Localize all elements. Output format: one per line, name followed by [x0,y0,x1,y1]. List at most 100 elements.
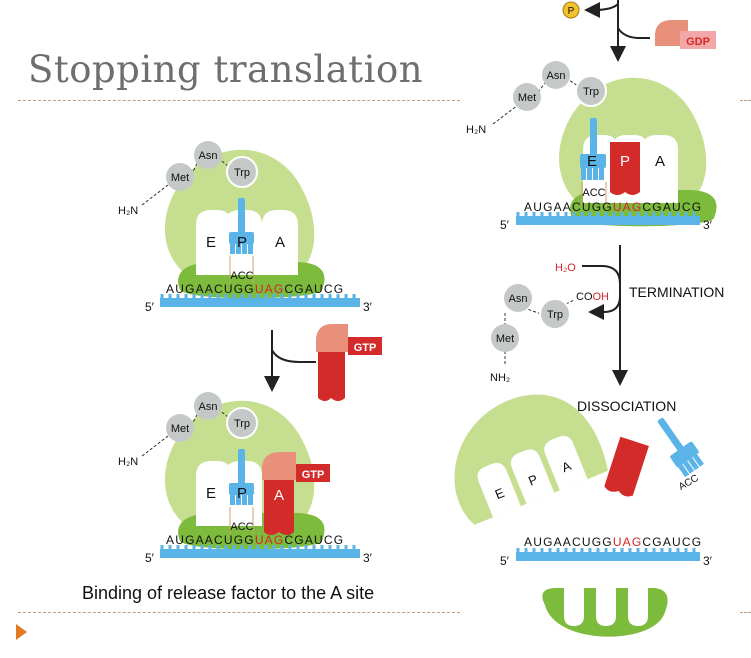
mrna-sequence: AUGAACUGGUAGCGAUCG [166,533,344,547]
termination-step: H₂O TERMINATION COOH Asn Trp Met NH₂ [490,245,724,386]
large-subunit-released: E P A [454,394,608,525]
mrna-3prime-label: 3′ [703,218,713,232]
aa-asn-label: Asn [199,401,218,413]
n-terminus-label: NH₂ [490,372,510,384]
mrna-3prime-label: 3′ [703,554,713,568]
aa-met [166,414,194,442]
right-divider-bottom [740,612,751,613]
trna-e-site [580,118,606,180]
aa-met [491,324,519,352]
site-a-pocket [262,210,298,275]
aa-asn [542,61,570,89]
aa-trp-label: Trp [234,167,250,179]
gdp-tag [680,31,716,49]
mrna-3prime-label: 3′ [363,300,373,314]
mrna-5prime-label: 5′ [145,551,155,565]
n-terminus-label: H₂N [118,456,138,468]
release-factor-p-site [610,142,640,195]
trna-released [657,417,704,478]
anticodon-label: ACC [230,521,253,533]
aa-asn [504,284,532,312]
n-terminus-label: H₂N [118,205,138,217]
dissociation-step: DISSOCIATION E P A ACC AUGAACUGGUAGCGAUC… [454,394,713,637]
anticodon-label: ACC [677,473,701,493]
water-label: H₂O [555,262,576,274]
phosphate-label: P [568,6,575,17]
panel-release-factor-bound: GTP E P A ACC AUGAACUGGUAGCGAUCG 5′ 3′ M… [118,392,373,565]
mrna-strand [516,216,700,225]
anticodon-label: ACC [582,187,605,199]
aa-asn-label: Asn [509,293,528,305]
termination-label: TERMINATION [629,284,724,300]
gtp-cap-free [316,324,348,352]
release-factor-bound [264,478,294,535]
phosphate-icon [562,1,580,19]
site-e-label: E [587,153,597,170]
footer-divider [18,612,460,613]
aa-trp [575,75,607,107]
mrna-sequence: AUGAACUGGUAGCGAUCG [524,535,702,549]
aa-trp-label: Trp [547,309,563,321]
release-factor-released [604,436,649,497]
mrna-strand [516,552,700,561]
site-a-label: A [274,487,284,504]
site-p-label: P [237,485,247,502]
mrna-5prime-label: 5′ [500,554,510,568]
aa-trp [226,407,258,439]
slide-title: Stopping translation [28,48,424,91]
next-slide-arrow-icon[interactable] [16,624,27,640]
site-e-pocket [196,210,232,275]
gdp-factor [655,20,688,46]
aa-trp-label: Trp [583,86,599,98]
anticodon-label: ACC [230,270,253,282]
aa-trp [539,298,571,330]
small-subunit-released [542,588,668,637]
site-e-pocket [196,461,232,526]
mrna-sequence: AUGAACUGGUAGCGAUCG [524,200,702,214]
aa-met-label: Met [496,333,514,345]
aa-met-label: Met [171,423,189,435]
cooh-label: COOH [576,291,609,303]
mrna-5prime-label: 5′ [145,300,155,314]
aa-met [166,163,194,191]
release-factor-free [318,350,345,401]
mrna-strand [160,549,360,558]
site-e-label: E [206,234,216,251]
panel-after-gtp-hydrolysis: E P A ACC AUGAACUGGUAGCGAUCG 5′ 3′ Met A… [466,61,717,232]
gtp-tag-bound [296,464,330,482]
aa-met [513,83,541,111]
site-p-label: P [620,153,630,170]
title-divider [18,100,460,101]
gtp-cap-bound [262,452,296,480]
n-terminus-label: H₂N [466,124,486,136]
gdp-label: GDP [686,36,710,48]
site-e-label: E [206,485,216,502]
dissociation-label: DISSOCIATION [577,398,676,414]
aa-trp [226,156,258,188]
step-arrow-release-factor-binding: GTP [264,324,382,401]
aa-asn-label: Asn [199,150,218,162]
aa-asn [194,392,222,420]
gtp-label-free: GTP [354,342,377,354]
mrna-3prime-label: 3′ [363,551,373,565]
site-a-pocket [642,135,678,203]
trna-p-site [229,449,254,505]
site-p-label: P [237,234,247,251]
aa-trp-label: Trp [234,418,250,430]
mrna-strand [160,298,360,307]
aa-met-label: Met [171,172,189,184]
right-divider-top [740,100,751,101]
gtp-label-bound: GTP [302,469,325,481]
panel-ribosome-stop-codon: E P A ACC AUGAACUGGUAGCGAUCG 5′ 3′ Met A… [118,141,373,314]
gtp-hydrolysis-step: P GDP [562,0,716,62]
aa-met-label: Met [518,92,536,104]
aa-asn-label: Asn [547,70,566,82]
site-a-label: A [275,234,285,251]
site-a-label: A [655,153,665,170]
mrna-sequence: AUGAACUGGUAGCGAUCG [166,282,344,296]
gtp-tag-free [348,337,382,355]
figure-caption: Binding of release factor to the A site [82,583,375,603]
mrna-5prime-label: 5′ [500,218,510,232]
trna-p-site [229,198,254,254]
